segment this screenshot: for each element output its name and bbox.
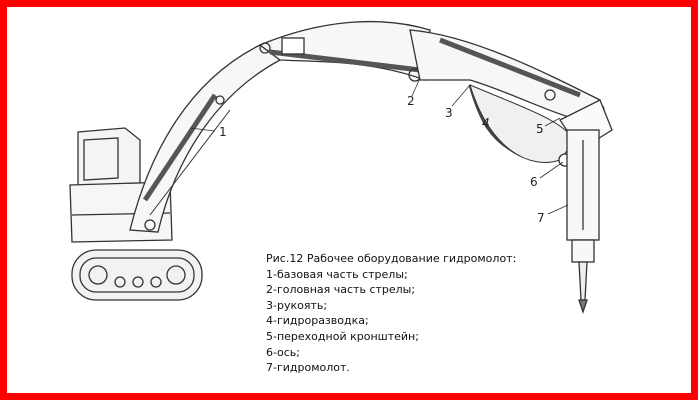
callout-leaders xyxy=(189,77,569,215)
crawler-tracks xyxy=(71,249,203,301)
figure-caption: Рис.12 Рабочее оборудование гидромолот: … xyxy=(266,251,516,376)
caption-item: 2-головная часть стрелы; xyxy=(266,283,416,297)
hydraulic-hammer xyxy=(566,129,600,315)
caption-item: 5-переходной кронштейн; xyxy=(266,329,419,343)
callout-6: 6 xyxy=(530,175,538,189)
caption-item: 1-базовая часть стрелы; xyxy=(266,267,408,281)
callout-2: 2 xyxy=(407,94,415,108)
callout-3: 3 xyxy=(445,106,453,120)
caption-title: Рис.12 Рабочее оборудование гидромолот: xyxy=(266,252,517,265)
callout-4: 4 xyxy=(482,116,490,130)
boom-base-section xyxy=(129,44,282,233)
caption-item: 4-гидроразводка; xyxy=(266,314,369,328)
caption-item: 7-гидромолот. xyxy=(266,361,350,375)
callout-7: 7 xyxy=(537,211,545,225)
caption-item: 6-ось; xyxy=(266,345,300,359)
callout-5: 5 xyxy=(536,122,544,136)
caption-item: 3-рукоять; xyxy=(266,298,328,312)
callout-1: 1 xyxy=(219,125,227,139)
